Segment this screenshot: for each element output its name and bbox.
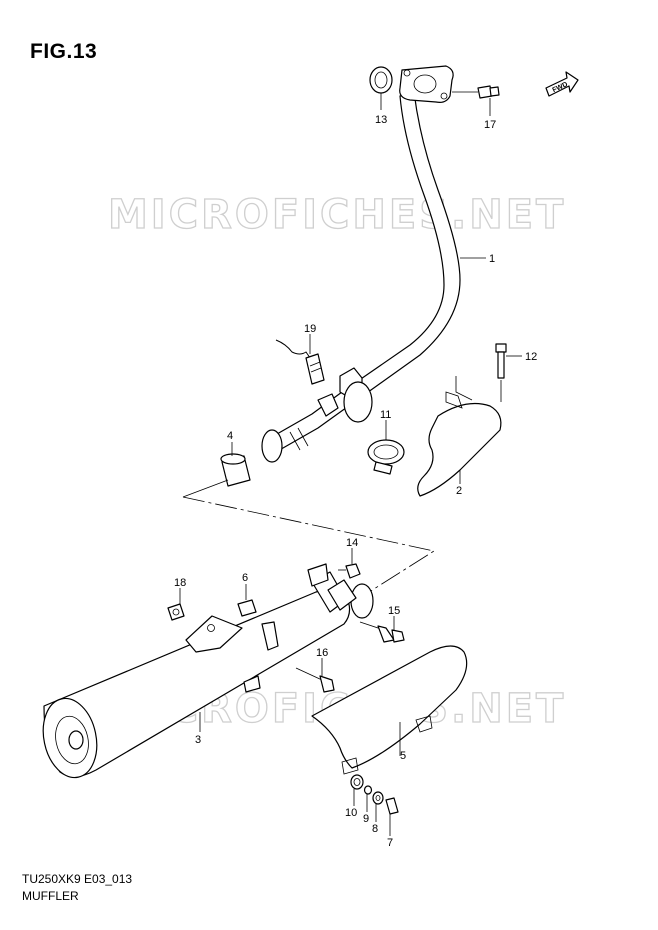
callout-5: 5 — [400, 750, 406, 762]
callout-19: 19 — [304, 323, 316, 335]
part-10-washer — [350, 774, 364, 790]
callout-9: 9 — [363, 813, 369, 825]
part-2-heat-shield — [417, 376, 502, 497]
part-6-damper — [237, 599, 257, 617]
part-7-bolt — [385, 797, 399, 815]
callout-17: 17 — [484, 119, 496, 131]
callout-14: 14 — [346, 537, 358, 549]
part-16-bolt — [295, 667, 335, 693]
callout-4: 4 — [227, 430, 233, 442]
callout-18: 18 — [174, 577, 186, 589]
callout-11: 11 — [380, 409, 391, 421]
callout-3: 3 — [195, 734, 201, 746]
callout-10: 10 — [345, 807, 357, 819]
part-18-nut — [167, 603, 185, 621]
part-1-exhaust-pipe — [261, 65, 461, 463]
part-17-bolt — [452, 85, 500, 99]
figure-title: FIG.13 — [30, 40, 98, 63]
callout-13: 13 — [375, 114, 387, 126]
part-15-bolt — [359, 621, 405, 643]
figure-name: MUFFLER — [22, 889, 79, 903]
fwd-label: FWD — [552, 81, 569, 94]
callout-6: 6 — [242, 572, 248, 584]
part-6-clip — [261, 621, 279, 651]
callout-15: 15 — [388, 605, 400, 617]
part-13-gasket — [369, 66, 393, 94]
part-8-washer — [372, 791, 384, 805]
figure-code: TU250XK9 E03_013 — [22, 872, 133, 886]
part-19-sensor — [275, 339, 325, 385]
part-5-muffler-cover — [311, 645, 468, 775]
part-3-muffler — [42, 563, 374, 779]
fwd-arrow-icon: FWD — [545, 71, 579, 97]
alignment-line — [182, 496, 436, 595]
leader-pipe-to-muffler — [182, 479, 229, 498]
part-4-gasket — [220, 453, 251, 487]
part-11-clamp — [367, 439, 405, 475]
callout-8: 8 — [372, 823, 378, 835]
callout-12: 12 — [525, 351, 537, 363]
watermark-top: MICROFICHES.NET — [108, 192, 566, 238]
callout-2: 2 — [456, 485, 462, 497]
callout-7: 7 — [387, 837, 393, 849]
part-12-bolt — [495, 343, 507, 402]
part-9-spacer — [363, 785, 373, 795]
callout-1: 1 — [489, 253, 495, 265]
callout-16: 16 — [316, 647, 328, 659]
part-14-nut — [338, 563, 361, 579]
